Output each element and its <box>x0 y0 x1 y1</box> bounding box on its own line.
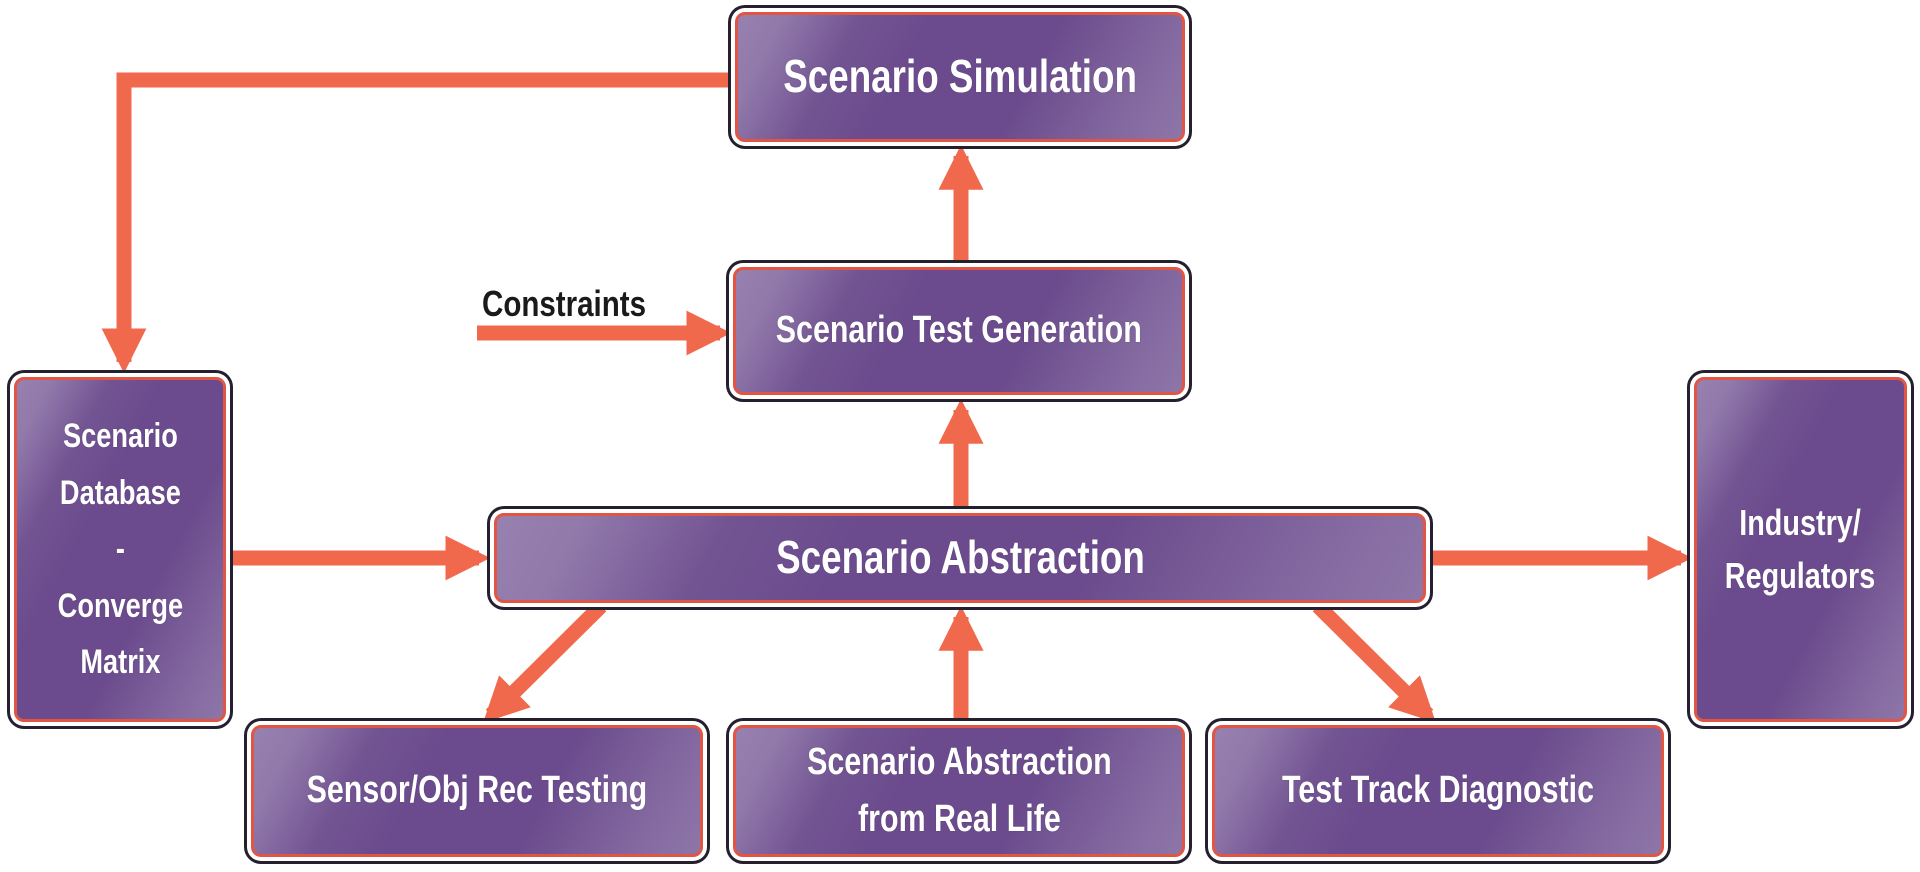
node-label: Scenario Abstraction <box>775 531 1145 584</box>
label-line: from Real Life <box>857 798 1061 840</box>
label-line: Converge <box>57 586 183 625</box>
arrow-abstraction-to-sensor-testing <box>483 600 607 723</box>
label-line: Scenario <box>62 417 178 456</box>
node-sensor-obj-rec-testing: Sensor/Obj Rec Testing <box>251 725 703 857</box>
node-label: Test Track Diagnostic <box>1281 769 1594 812</box>
node-label: Sensor/Obj Rec Testing <box>306 769 648 812</box>
label-line: Matrix <box>79 643 161 682</box>
node-label: Scenario Abstraction from Real Life <box>807 734 1112 848</box>
node-label: Industry/ Regulators <box>1725 497 1875 601</box>
node-industry-regulators: Industry/ Regulators <box>1694 377 1907 722</box>
label-line: Regulators <box>1725 554 1876 596</box>
constraints-label: Constraints <box>482 283 647 324</box>
label-line: Scenario Abstraction <box>806 741 1112 783</box>
arrow-abstraction-to-test-track <box>1312 600 1436 723</box>
node-scenario-abstraction: Scenario Abstraction <box>494 513 1426 603</box>
node-test-track-diagnostic: Test Track Diagnostic <box>1212 725 1664 857</box>
node-label: Scenario Test Generation <box>775 309 1143 352</box>
label-line: Database <box>59 473 181 512</box>
node-scenario-simulation: Scenario Simulation <box>735 12 1185 142</box>
node-scenario-test-generation: Scenario Test Generation <box>733 267 1185 395</box>
node-label: Scenario Database - Converge Matrix <box>57 408 182 690</box>
label-line: - <box>115 530 125 569</box>
label-line: Industry/ <box>1739 502 1862 544</box>
node-scenario-database: Scenario Database - Converge Matrix <box>14 377 226 722</box>
node-scenario-abstraction-from-real-life: Scenario Abstraction from Real Life <box>733 725 1185 857</box>
node-label: Scenario Simulation <box>783 50 1137 103</box>
